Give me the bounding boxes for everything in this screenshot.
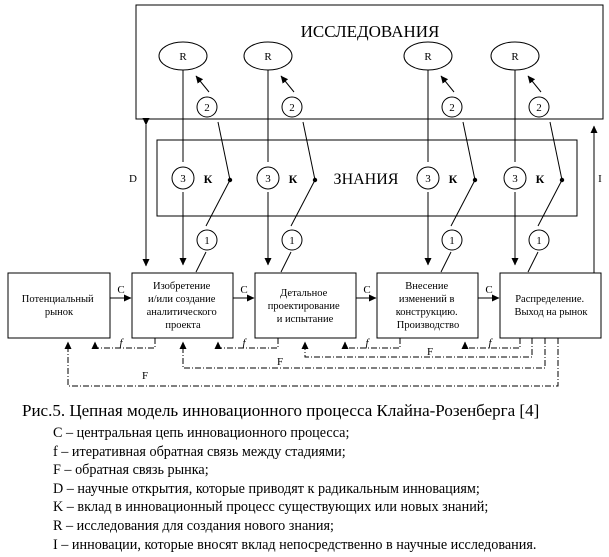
stage-line: конструкцию. (396, 307, 458, 318)
link-2-circle (441, 96, 463, 118)
link-column-4 (511, 70, 563, 273)
stage-line: проектирование (268, 301, 340, 312)
link-1-label: 1 (289, 235, 295, 247)
link-2-label: 2 (289, 102, 295, 114)
link-3-label: 3 (180, 173, 186, 185)
link-2-label: 2 (536, 102, 542, 114)
kline-rosenberg-diagram: ИССЛЕДОВАНИЯ ЗНАНИЯ Потенциальный рынок … (7, 4, 604, 387)
knowledge-label: ЗНАНИЯ (334, 171, 399, 188)
r-node (243, 41, 293, 71)
link-1-label: 1 (449, 235, 455, 247)
f-large-label: F (427, 346, 433, 358)
link-3-label: 3 (265, 173, 271, 185)
stage-line: изменений в (399, 294, 455, 305)
k-label: К (536, 172, 545, 186)
k-label: К (449, 172, 458, 186)
knowledge-dot (227, 177, 233, 183)
stage-text-distribution-market: Распределение. Выход на рынок (514, 294, 588, 318)
link-3-circle (416, 166, 440, 190)
market-feedback-F (64, 338, 559, 387)
stage-text-potential-market: Потенциальный рынок (22, 294, 97, 318)
stage-text-detailed-design: Детальное проектирование и испытание (268, 288, 343, 325)
legend-list: C – центральная цепь инновационного проц… (53, 424, 609, 554)
figure-caption: Рис.5. Цепная модель инновационного проц… (22, 401, 540, 420)
f-large-label: F (277, 356, 283, 368)
i-label: I (598, 173, 602, 185)
r-label: R (264, 51, 272, 63)
link-2-circle (528, 96, 550, 118)
link-1-circle (196, 229, 218, 251)
f-small-label: f (119, 337, 124, 349)
c-label: С (240, 284, 247, 296)
r-node (403, 41, 453, 71)
link-column-2 (264, 70, 316, 273)
legend-item-c: C – центральная цепь инновационного проц… (53, 425, 350, 441)
stage-line: аналитического (147, 307, 217, 318)
link-1-label: 1 (536, 235, 542, 247)
stage-line: Изобретение (153, 281, 211, 292)
link-3-label: 3 (425, 173, 431, 185)
stage-text-invention: Изобретение и/или создание аналитическог… (147, 281, 220, 331)
stage-line: Потенциальный (22, 294, 94, 305)
legend-item-d: D – научные открытия, которые приводят к… (53, 480, 480, 497)
stage-line: Производство (397, 320, 459, 331)
stage-box-distribution-market (499, 272, 602, 339)
legend-item-f: f – итеративная обратная связь между ста… (53, 443, 346, 460)
research-label: ИССЛЕДОВАНИЯ (301, 22, 440, 41)
link-1-circle (281, 229, 303, 251)
link-2-label: 2 (449, 102, 455, 114)
r-label: R (511, 51, 519, 63)
r-node (158, 41, 208, 71)
link-column-3 (424, 70, 476, 273)
f-large-label: F (142, 370, 148, 382)
stage-box-detailed-design (254, 272, 357, 339)
link-column-1 (179, 70, 231, 273)
link-3-circle (171, 166, 195, 190)
k-label: К (289, 172, 298, 186)
link-1-circle (528, 229, 550, 251)
f-small-label: f (242, 337, 247, 349)
c-label: С (485, 284, 492, 296)
stage-line: Детальное (280, 288, 327, 299)
k-label: К (204, 172, 213, 186)
stage-line: и испытание (277, 314, 334, 325)
r-label: R (179, 51, 187, 63)
legend-item-k: K – вклад в инновационный процесс сущест… (53, 499, 489, 516)
stage-line: рынок (45, 307, 74, 318)
stage-box-invention (131, 272, 234, 339)
link-3-circle (503, 166, 527, 190)
f-small-label: f (488, 337, 493, 349)
link-2-label: 2 (204, 102, 210, 114)
stage-box-redesign-production (376, 272, 479, 339)
c-label: С (117, 284, 124, 296)
d-label: D (129, 173, 137, 185)
stage-box-potential-market (7, 272, 111, 339)
stage-line: и/или создание (148, 294, 216, 305)
legend-item-r: R – исследования для создания нового зна… (53, 517, 334, 534)
f-small-label: f (365, 337, 370, 349)
link-3-label: 3 (512, 173, 518, 185)
r-label: R (424, 51, 432, 63)
stage-line: проекта (165, 320, 201, 331)
iterative-feedback-f (91, 338, 521, 349)
c-label: С (363, 284, 370, 296)
link-2-circle (281, 96, 303, 118)
legend-item-F: F – обратная связь рынка; (53, 462, 209, 479)
link-3-circle (256, 166, 280, 190)
r-node (490, 41, 540, 71)
link-1-circle (441, 229, 463, 251)
stage-text-redesign-production: Внесение изменений в конструкцию. Произв… (396, 281, 461, 331)
knowledge-dot (559, 177, 565, 183)
stage-line: Внесение (405, 281, 448, 292)
stage-line: Распределение. (515, 294, 584, 305)
link-2-circle (196, 96, 218, 118)
knowledge-dot (312, 177, 318, 183)
link-1-label: 1 (204, 235, 210, 247)
legend-item-i: I – инновации, которые вносят вклад непо… (53, 536, 537, 553)
stage-line: Выход на рынок (514, 307, 588, 318)
knowledge-dot (472, 177, 478, 183)
